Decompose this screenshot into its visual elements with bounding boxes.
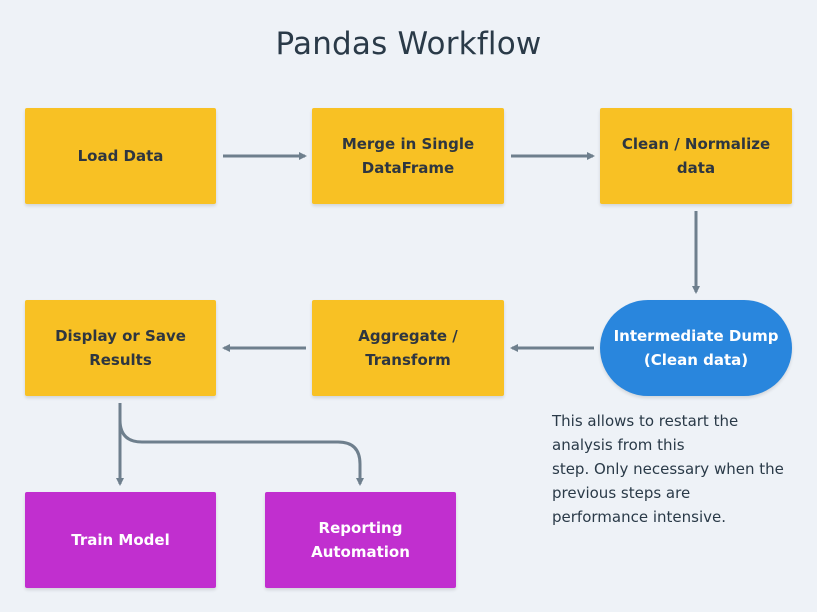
reporting-automation-label: Reporting Automation	[311, 519, 410, 561]
merge-dataframe-node: Merge in Single DataFrame	[312, 108, 504, 204]
train-model-node: Train Model	[25, 492, 216, 588]
aggregate-transform-node: Aggregate / Transform	[312, 300, 504, 396]
intermediate-dump-note: This allows to restart the analysis from…	[552, 412, 784, 526]
intermediate-dump-label: Intermediate Dump (Clean data)	[613, 327, 779, 369]
arrow-display-to-reporting	[118, 419, 364, 486]
merge-dataframe-label: Merge in Single DataFrame	[341, 135, 475, 177]
load-data-label: Load Data	[77, 147, 164, 165]
load-data-node: Load Data	[25, 108, 216, 204]
reporting-automation-node: Reporting Automation	[265, 492, 456, 588]
clean-normalize-node: Clean / Normalize data	[600, 108, 792, 204]
aggregate-transform-label: Aggregate / Transform	[358, 327, 458, 369]
diagram-title: Pandas Workflow	[275, 26, 542, 62]
train-model-label: Train Model	[71, 531, 170, 549]
intermediate-dump-node: Intermediate Dump (Clean data)	[600, 300, 792, 396]
display-save-results-node: Display or Save Results	[25, 300, 216, 396]
display-save-results-label: Display or Save Results	[55, 327, 186, 369]
clean-normalize-label: Clean / Normalize data	[621, 135, 771, 177]
